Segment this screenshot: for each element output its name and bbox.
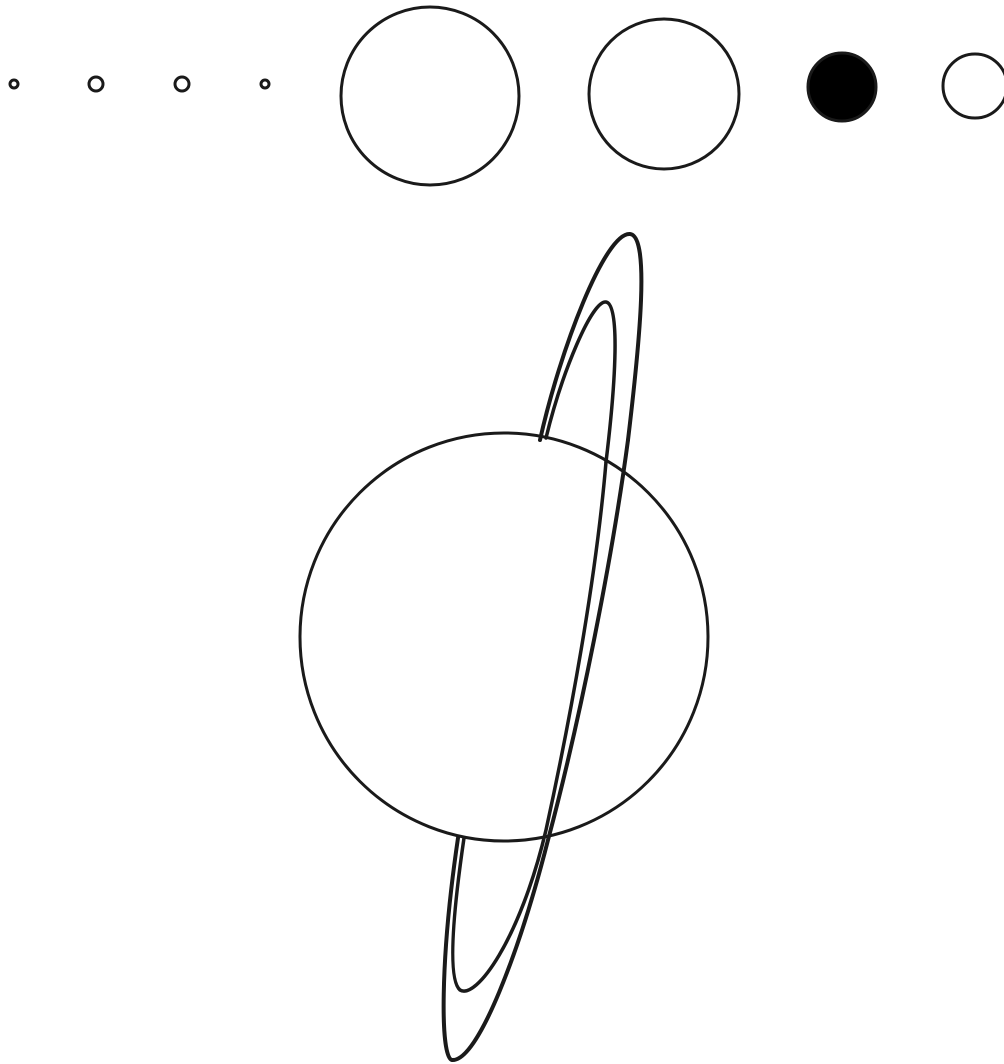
- planet-2: [89, 77, 103, 91]
- outer-ring-front: [444, 440, 628, 1060]
- planet-3: [175, 77, 189, 91]
- planet-5: [341, 7, 519, 185]
- planet-7: [808, 53, 876, 121]
- ringed-planet-body: [300, 433, 708, 841]
- planet-4: [261, 80, 269, 88]
- ringed-planet: [300, 234, 708, 1060]
- planet-row: [10, 7, 1004, 185]
- planet-8: [943, 54, 1004, 118]
- planet-1: [10, 80, 18, 88]
- planet-6: [589, 19, 739, 169]
